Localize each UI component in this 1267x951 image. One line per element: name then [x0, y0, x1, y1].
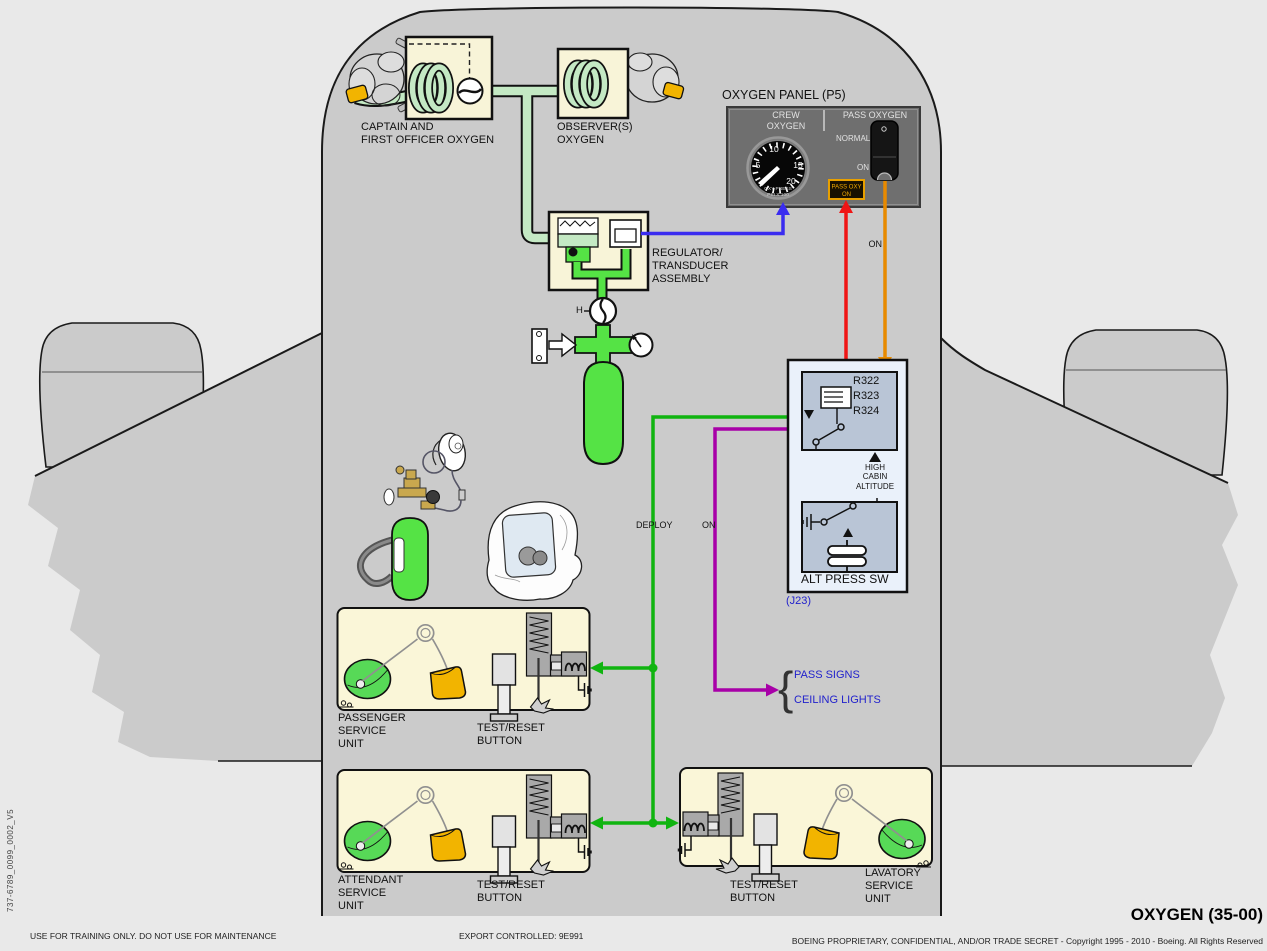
bottle-shutoff-valve-icon [584, 296, 618, 326]
captain-mask-connector [345, 84, 369, 104]
purple-on-label: ON [702, 520, 716, 530]
airframe-background [28, 6, 1238, 916]
observer-mask-icon [625, 52, 685, 103]
lavatory-service-unit [677, 767, 933, 883]
left-wing-upper-edge [34, 332, 323, 477]
bottle-piping [571, 249, 632, 300]
pressure-transducer-symbol [609, 219, 642, 248]
regulator-symbol [557, 217, 599, 235]
deploy-junction-dot [648, 818, 658, 828]
hose-check-valve-icon [456, 77, 484, 105]
portable-oxygen-equipment [356, 432, 583, 601]
oxygen-panel-title: OXYGEN PANEL (P5) [722, 88, 846, 102]
crew-oxygen-equipment [345, 35, 685, 245]
transducer-signal-line-blue [641, 202, 790, 236]
fuselage-outline [321, 6, 942, 916]
regulator-transducer-assembly [531, 210, 654, 364]
regulator-assembly-label: REGULATOR/ TRANSDUCER ASSEMBLY [652, 247, 729, 285]
pass-oxygen-switch [870, 120, 899, 181]
diaphragm-symbol [827, 540, 867, 572]
observer-oxygen-label: OBSERVER(S) OXYGEN [557, 121, 633, 146]
lavatory-test-reset-label: TEST/RESET BUTTON [730, 879, 798, 904]
passenger-unit-label: PASSENGER SERVICE UNIT [338, 712, 406, 750]
attendant-service-unit [336, 769, 593, 885]
portable-mask-icon [420, 432, 467, 512]
pass-signs-label: PASS SIGNS [794, 669, 860, 681]
gauge-caption-line1: OXY PRESS [764, 186, 792, 192]
captain-hose-coil [408, 62, 454, 114]
high-cabin-altitude-label: HIGH CABIN ALTITUDE [855, 463, 895, 491]
pass-oxygen-label: PASS OXYGEN [842, 110, 908, 120]
brace-glyph: { [778, 662, 793, 714]
crew-oxygen-gauge: 10 5 15 20 OXY PRESS PSI X 100 [746, 136, 810, 200]
oxygen-panel-p5: 10 5 15 20 OXY PRESS PSI X 100 PASS OXY … [726, 106, 921, 208]
switch-on-label: ON [857, 163, 869, 172]
page-title: OXYGEN (35-00) [1130, 905, 1263, 924]
passenger-service-unit [336, 607, 593, 723]
relay-label-r322: R322 [853, 375, 880, 387]
bottle-pressure-gauge-icon [628, 332, 654, 358]
relay-block [801, 371, 898, 451]
high-cabin-arrow-up [869, 452, 881, 462]
relay-contact-symbol [812, 423, 845, 450]
pressure-switch-symbol [802, 502, 857, 537]
on-signal-line-purple [713, 427, 788, 697]
regulator-port-dot [568, 247, 578, 257]
ceiling-lights-label: CEILING LIGHTS [794, 694, 881, 706]
fill-port-icon [531, 328, 578, 364]
gauge-needle [758, 166, 780, 186]
valve-handle-label: H [576, 305, 583, 316]
footer-proprietary-note: BOEING PROPRIETARY, CONFIDENTIAL, AND/OR… [791, 936, 1263, 946]
crew-oxygen-label: CREW OXYGEN [766, 110, 806, 131]
relay-label-r324: R324 [853, 405, 880, 417]
normal-label: NORMAL [836, 134, 871, 143]
right-wing-upper-edge [940, 337, 1229, 484]
alt-press-sw-label: ALT PRESS SW [801, 572, 889, 586]
deploy-junction-dot [648, 663, 658, 673]
j23-connector-label: (J23) [786, 595, 812, 607]
left-wing [28, 333, 322, 761]
right-wing [941, 338, 1238, 766]
pbe-smoke-hood-icon [486, 501, 583, 601]
relay-coil-symbol [820, 386, 852, 424]
signal-lines: { [590, 181, 892, 830]
portable-bottle-icon [356, 465, 440, 601]
gauge-caption-line2: PSI X 100 [767, 192, 789, 198]
footer-export-note: EXPORT CONTROLLED: 9E991 [459, 931, 584, 941]
relay-module [786, 358, 909, 594]
observer-mask-connector [662, 81, 685, 100]
psu-test-reset-label: TEST/RESET BUTTON [477, 722, 545, 747]
observer-hose-coil [563, 59, 609, 109]
light-signal-line-red [839, 200, 853, 370]
document-number: 737-6789_0099_0002_V5 [6, 808, 15, 912]
pass-oxy-on-light: PASS OXY ON [828, 179, 865, 200]
lavatory-unit-label: LAVATORY SERVICE UNIT [865, 867, 921, 905]
attendant-test-reset-label: TEST/RESET BUTTON [477, 879, 545, 904]
captain-oxygen-label: CAPTAIN AND FIRST OFFICER OXYGEN [361, 121, 495, 146]
gauge-tick-15: 15 [793, 160, 803, 170]
footer-training-note: USE FOR TRAINING ONLY. DO NOT USE FOR MA… [30, 931, 277, 941]
attendant-unit-label: ATTENDANT SERVICE UNIT [338, 874, 404, 912]
pass-oxy-light-line2: ON [842, 192, 851, 198]
relay-label-r323: R323 [853, 390, 880, 402]
deploy-signal-line-green [590, 415, 788, 830]
gauge-tick-20: 20 [786, 176, 796, 186]
deploy-label: DEPLOY [636, 520, 673, 530]
crew-oxygen-bottle [583, 360, 624, 466]
gauge-tick-10: 10 [769, 144, 779, 154]
pass-oxy-light-line1: PASS OXY [832, 185, 862, 191]
orange-wire-on-label: ON [868, 239, 883, 249]
gauge-tick-5: 5 [756, 160, 761, 170]
relay-arrow-down [804, 410, 814, 419]
